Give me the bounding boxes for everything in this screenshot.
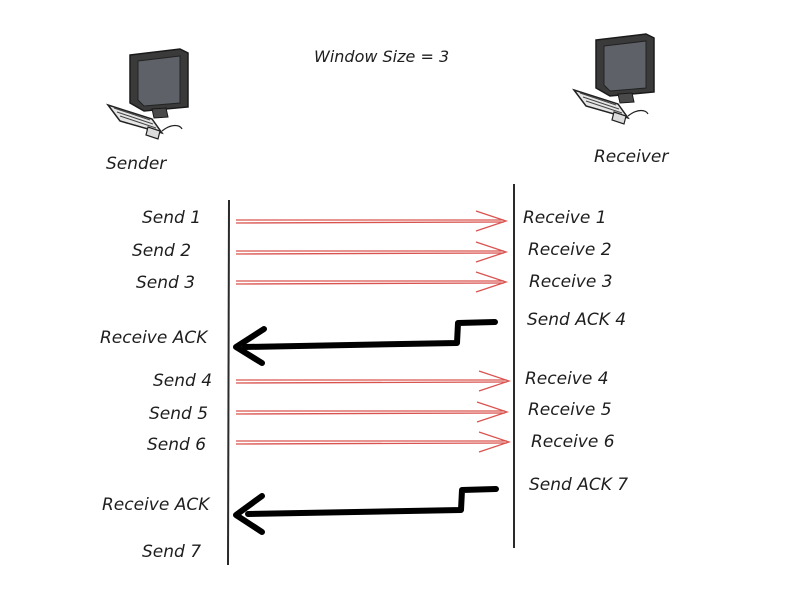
sender-event-send-7: Send 7 bbox=[142, 542, 201, 562]
sender-event-send-6: Send 6 bbox=[147, 435, 206, 455]
receiver-label: Receiver bbox=[594, 147, 669, 167]
sender-label: Sender bbox=[106, 154, 167, 174]
sender-computer-icon bbox=[105, 48, 189, 140]
receiver-event-receive-6: Receive 6 bbox=[531, 432, 615, 452]
receiver-event-receive-4: Receive 4 bbox=[525, 369, 609, 389]
receiver-event-receive-1: Receive 1 bbox=[523, 208, 607, 228]
sender-event-receive-ack-1: Receive ACK bbox=[100, 328, 209, 348]
receiver-event-receive-3: Receive 3 bbox=[529, 272, 613, 292]
data-arrow-6 bbox=[235, 431, 512, 453]
ack-arrow-1 bbox=[233, 319, 498, 366]
sender-event-send-1: Send 1 bbox=[142, 208, 201, 228]
window-size-title: Window Size = 3 bbox=[314, 47, 449, 66]
data-arrow-3 bbox=[235, 271, 509, 293]
ack-arrow-2 bbox=[233, 486, 499, 535]
sender-event-send-2: Send 2 bbox=[132, 241, 191, 261]
sender-event-receive-ack-2: Receive ACK bbox=[102, 495, 211, 515]
receiver-event-send-ack-7: Send ACK 7 bbox=[529, 475, 628, 495]
receiver-event-receive-2: Receive 2 bbox=[528, 240, 612, 260]
sender-event-send-4: Send 4 bbox=[153, 371, 212, 391]
data-arrow-4 bbox=[235, 370, 512, 392]
receiver-event-send-ack-4: Send ACK 4 bbox=[527, 310, 626, 330]
sender-event-send-5: Send 5 bbox=[149, 404, 208, 424]
sender-event-send-3: Send 3 bbox=[136, 273, 195, 293]
data-arrow-5 bbox=[235, 401, 510, 423]
data-arrow-1 bbox=[235, 210, 509, 232]
receiver-computer-icon bbox=[571, 33, 655, 125]
data-arrow-2 bbox=[235, 241, 509, 263]
sender-timeline bbox=[227, 199, 230, 566]
receiver-event-receive-5: Receive 5 bbox=[528, 400, 612, 420]
